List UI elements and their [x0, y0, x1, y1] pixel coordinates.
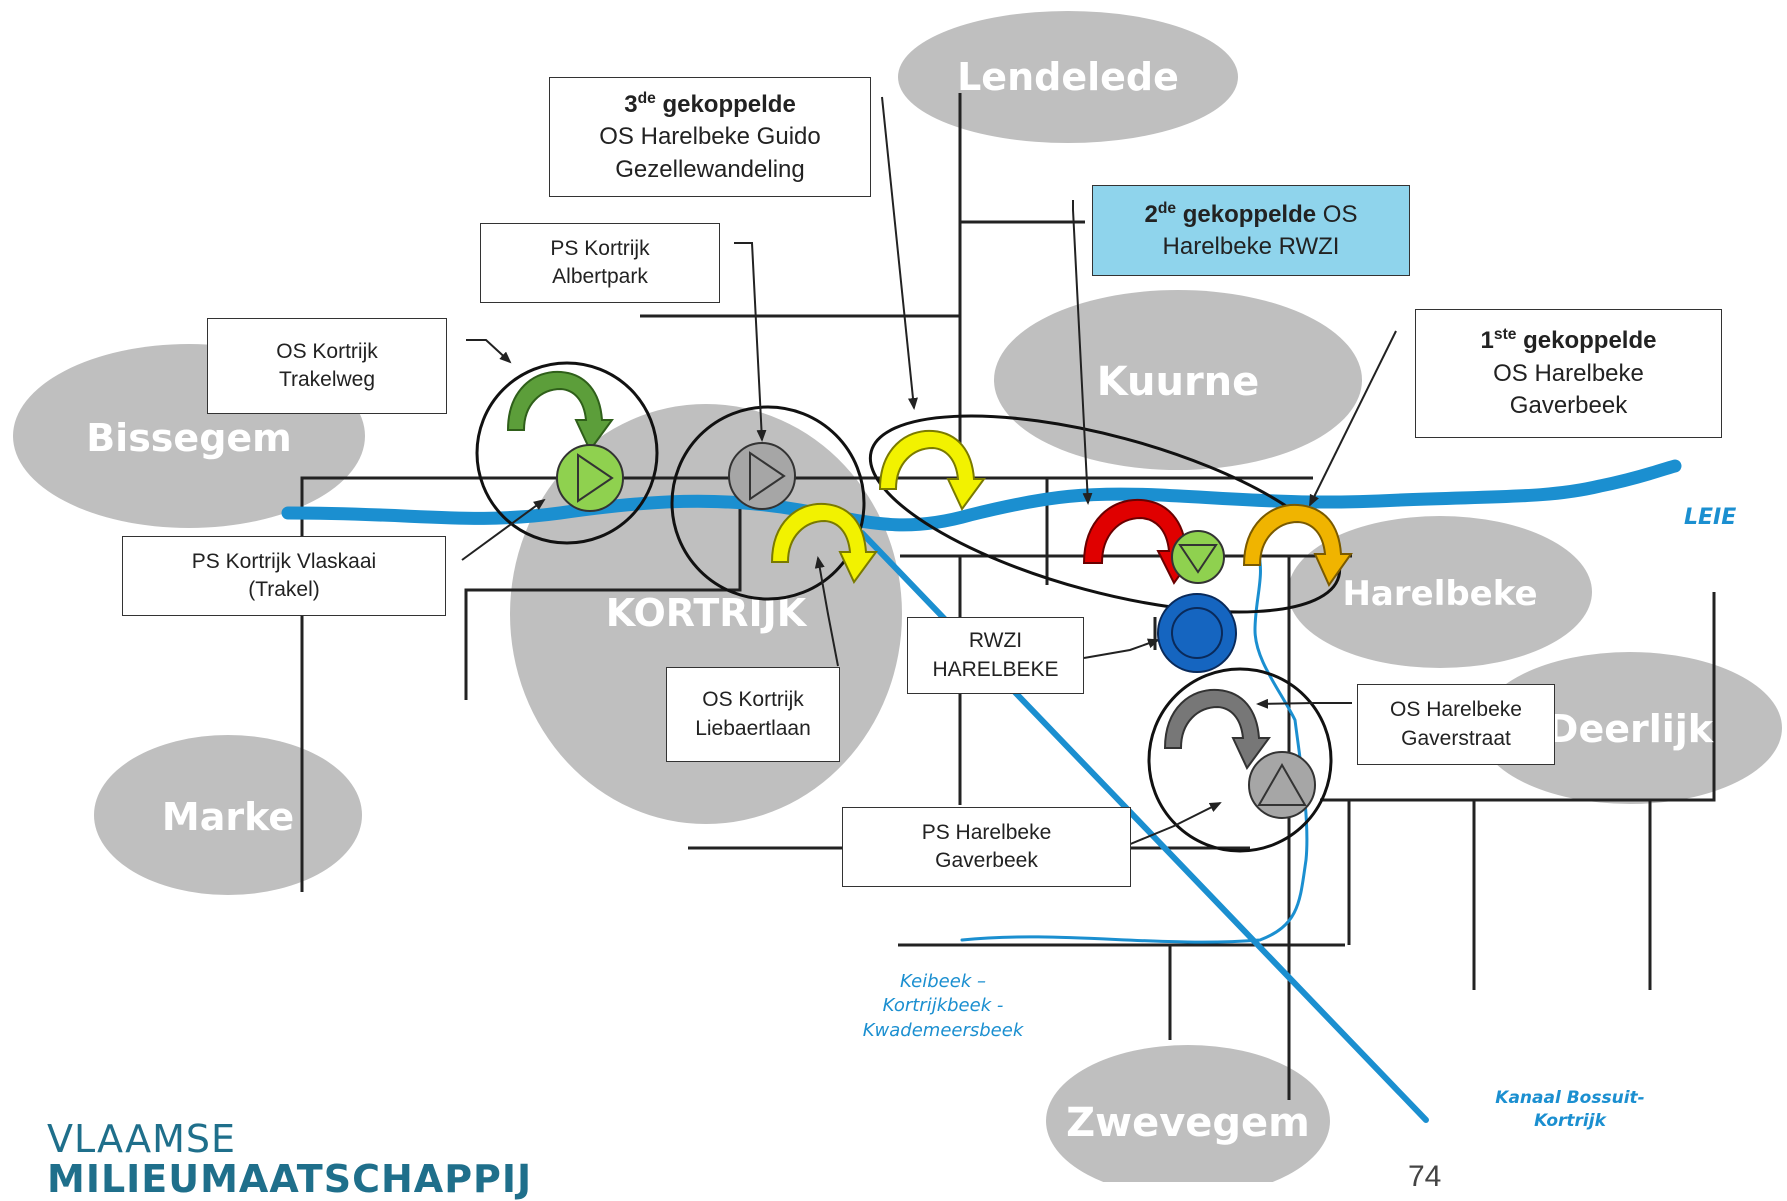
station-name-line: OS Harelbeke	[1493, 359, 1644, 387]
station-name-line: PS Kortrijk Vlaskaai	[191, 549, 377, 573]
label-keibeek: Keibeek – Kortrijkbeek - Kwademeersbeek	[848, 970, 1038, 1043]
station-name-line: OS Harelbeke Guido	[599, 123, 821, 151]
sewer-lines	[300, 93, 1716, 1100]
town-area-kuurne	[994, 290, 1362, 470]
overflow-arrow-icon	[878, 429, 986, 511]
overflow-arrow-gaverstraat	[1163, 688, 1271, 770]
overflow-arrow-os-trakelweg	[506, 370, 614, 452]
rwzi-harelbeke-plant	[1157, 593, 1237, 673]
pump-icon	[728, 442, 796, 510]
overflow-arrow-icon	[1163, 688, 1271, 770]
town-label-deerlijk: Deerlijk	[1547, 707, 1714, 751]
station-name-line: Gaverbeek	[1509, 392, 1628, 420]
label-rwzi-harelbeke: RWZI HARELBEKE	[907, 617, 1084, 694]
town-label-zwevegem: Zwevegem	[1066, 1100, 1310, 1146]
station-name-line: Albertpark	[552, 265, 648, 288]
town-area-harelbeke	[1288, 516, 1592, 668]
logo-line-2: MILIEUMAATSCHAPPIJ	[47, 1157, 533, 1201]
station-name-line: OS Harelbeke	[1390, 698, 1522, 722]
town-label-harelbeke: Harelbeke	[1342, 574, 1537, 614]
station-name-line: RWZI	[968, 629, 1023, 653]
vmm-logo: VLAAMSE MILIEUMAATSCHAPPIJ	[47, 1120, 532, 1198]
town-area-marke	[94, 735, 362, 895]
station-name-line: PS Kortrijk	[550, 236, 650, 260]
station-name-line: Gaverstraat	[1401, 726, 1511, 750]
station-name-line: OS Kortrijk	[276, 339, 378, 363]
overflow-arrow-guido-gezelle	[878, 429, 986, 511]
town-label-kuurne: Kuurne	[1097, 359, 1260, 405]
pump-ps-vlaskaai	[556, 444, 624, 512]
label-os-kortrijk-trakelweg: OS Kortrijk Trakelweg	[207, 318, 447, 414]
connector-arrows	[461, 96, 1397, 846]
label-kanaal-bossuit-kortrijk: Kanaal Bossuit- Kortrijk	[1470, 1087, 1670, 1133]
treatment-plant-icon	[1157, 593, 1237, 673]
water-name-line: Keibeek –	[900, 971, 986, 992]
label-ps-kortrijk-vlaskaai: PS Kortrijk Vlaskaai (Trakel)	[122, 536, 446, 616]
overflow-arrow-icon	[506, 370, 614, 452]
label-second-coupled-os: 2de gekoppelde OS Harelbeke RWZI	[1092, 185, 1410, 276]
overflow-arrow-gaverbeek	[1242, 503, 1353, 588]
ordinal-number: 3	[624, 90, 638, 118]
logo-line-1: VLAAMSE	[47, 1117, 237, 1161]
town-labels: Lendelede Bissegem Kuurne KORTRIJK Harel…	[86, 55, 1714, 1146]
label-os-kortrijk-liebaertlaan: OS Kortrijk Liebaertlaan	[666, 667, 840, 762]
label-ps-harelbeke-gaverbeek: PS Harelbeke Gaverbeek	[842, 807, 1131, 887]
ordinal-suffix: de	[1157, 199, 1177, 217]
water-name-line: Kortrijk	[1534, 1110, 1606, 1131]
label-third-coupled-os: 3de gekoppelde OS Harelbeke Guido Gezell…	[549, 77, 871, 197]
label-os-harelbeke-gaverstraat: OS Harelbeke Gaverstraat	[1357, 684, 1555, 765]
overflow-arrow-icon	[1242, 503, 1353, 588]
station-name-line: HARELBEKE	[932, 657, 1059, 681]
ordinal-suffix: de	[637, 89, 656, 107]
coupled-word: gekoppelde	[662, 90, 796, 118]
label-ps-kortrijk-albertpark: PS Kortrijk Albertpark	[480, 223, 720, 303]
slide-number: 74	[1408, 1160, 1442, 1193]
water-name-line: Kwademeersbeek	[862, 1019, 1024, 1041]
town-area-lendelede	[898, 11, 1238, 143]
ordinal-suffix: ste	[1493, 326, 1517, 344]
town-label-marke: Marke	[162, 795, 294, 839]
station-name-line: Trakelweg	[278, 368, 376, 391]
leie-river	[281, 459, 1682, 532]
pump-ps-gaverbeek	[1248, 751, 1316, 819]
station-name-line: OS Kortrijk	[702, 688, 804, 712]
label-first-coupled-os: 1ste gekoppelde OS Harelbeke Gaverbeek	[1415, 309, 1722, 438]
station-name-line: Gaverbeek	[935, 849, 1038, 872]
coupled-word: gekoppelde	[1182, 200, 1317, 228]
water-name-line: Kanaal Bossuit-	[1495, 1088, 1645, 1108]
water-name-line: Kortrijkbeek -	[882, 995, 1004, 1017]
town-label-lendelede: Lendelede	[957, 55, 1179, 99]
station-name-line: OS	[1322, 200, 1358, 228]
station-groupings	[475, 361, 1342, 853]
station-name-line: Liebaertlaan	[695, 716, 811, 740]
overflow-arrow-icon	[770, 502, 878, 584]
label-leie: LEIE	[1684, 505, 1737, 530]
pump-icon	[1248, 751, 1316, 819]
pump-icon	[556, 444, 624, 512]
ordinal-number: 2	[1144, 200, 1158, 228]
station-name-line: Gezellewandeling	[615, 155, 805, 183]
coupled-word: gekoppelde	[1523, 327, 1657, 355]
ordinal-number: 1	[1480, 327, 1494, 355]
town-area-zwevegem	[1046, 1045, 1330, 1182]
keibeek-stream	[960, 550, 1309, 944]
station-name-line: Harelbeke RWZI	[1162, 233, 1340, 260]
overflow-arrow-liebaertlaan	[770, 502, 878, 584]
pump-harelbeke-rwzi	[1171, 530, 1225, 584]
station-name-line: PS Harelbeke	[921, 820, 1052, 844]
pump-ps-albertpark	[728, 442, 796, 510]
pump-icon	[1171, 530, 1225, 584]
town-label-bissegem: Bissegem	[86, 416, 292, 460]
station-name-line: (Trakel)	[248, 578, 320, 601]
